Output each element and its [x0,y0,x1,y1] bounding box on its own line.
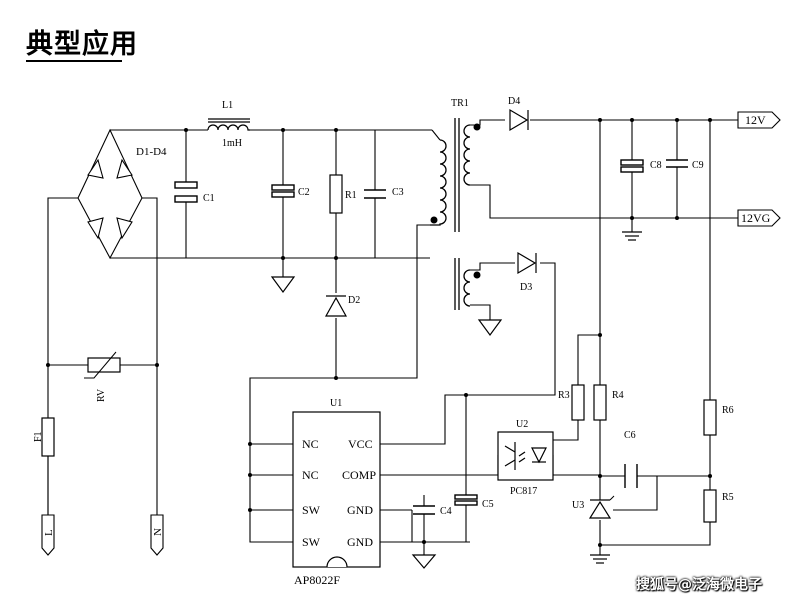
u1-ref: U1 [330,398,342,409]
u1-part: AP8022F [294,573,340,587]
c3-label: C3 [392,187,404,198]
d2-symbol [324,296,348,317]
c6-label: C6 [624,430,636,441]
rv-label: RV [96,388,107,402]
inductor-l1 [207,118,250,131]
d3-label: D3 [520,282,532,293]
u3-label: U3 [572,500,584,511]
u2-part: PC817 [510,486,537,497]
output-terminals [737,111,781,227]
u2-ref: U2 [516,419,528,430]
r3-symbol [571,384,585,421]
c5-symbol [454,494,478,500]
c2-symbol [271,184,295,191]
transformer-tr1 [430,118,471,310]
r6-symbol [703,399,717,436]
fuse-label: F1 [33,431,44,442]
c1-label: C1 [203,193,215,204]
r4-symbol [593,384,607,421]
c8-label: C8 [650,160,662,171]
wire-n [142,197,158,515]
diodes [324,108,612,519]
r4-label: R4 [612,390,624,401]
watermark-text: 搜狐号@泛海微电子 [636,577,762,593]
r5-label: R5 [722,492,734,503]
transformer-dots [430,123,481,279]
d4-symbol [509,108,529,132]
u2-optocoupler [497,431,554,481]
u1-pin-r1: VCC [348,437,373,451]
u1-pin-l1: NC [302,437,319,451]
transformer-label: TR1 [451,98,469,109]
c5-label: C5 [482,499,494,510]
ground-symbols [270,231,642,569]
c8-symbol [620,159,644,166]
capacitors [174,159,688,515]
inductor-value: 1mH [222,138,242,149]
inductor-ref: L1 [222,100,233,111]
r1-label: R1 [345,190,357,201]
c4-label: C4 [440,506,452,517]
r3-label: R3 [558,390,570,401]
junction-dots [46,118,712,547]
d2-label: D2 [348,295,360,306]
bridge-label: D1-D4 [136,146,167,158]
wires [47,119,738,555]
out-pos-label: 12V [745,113,766,127]
u1-pin-l3: SW [302,503,321,517]
line-label: L [43,529,55,536]
c2-label: C2 [298,187,310,198]
input-terminals [41,514,164,556]
u1-ic [292,411,381,568]
u1-pin-l4: SW [302,535,321,549]
wire-l [47,197,78,515]
title-underline [26,60,122,62]
out-gnd-label: 12VG [741,211,771,225]
d4-label: D4 [508,96,520,107]
c1-symbol [174,181,198,189]
c9-label: C9 [692,160,704,171]
d3-symbol [517,251,537,275]
r6-label: R6 [722,405,734,416]
r5-symbol [703,489,717,523]
u3-symbol [588,500,612,519]
neutral-label: N [152,528,164,536]
u1-pin-r2: COMP [342,468,376,482]
r1-symbol [329,174,343,214]
page-title: 典型应用 [26,29,138,60]
rv-symbol [87,357,121,373]
u1-pin-r4: GND [347,535,373,549]
bridge-rectifier [77,128,143,260]
u1-pin-r3: GND [347,503,373,517]
u1-pin-l2: NC [302,468,319,482]
